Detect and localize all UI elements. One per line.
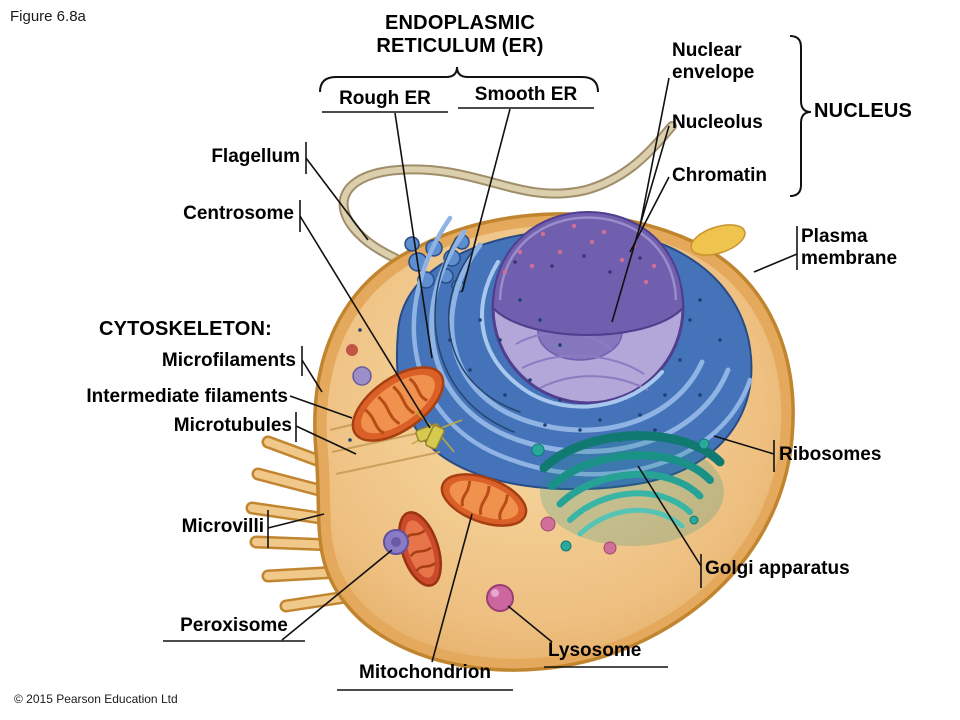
golgi-apparatus-label: Golgi apparatus <box>705 558 850 579</box>
chromatin-label: Chromatin <box>672 165 767 186</box>
lysosome-label: Lysosome <box>548 640 642 661</box>
peroxisome-graphic <box>383 529 409 555</box>
mitochondria-graphic <box>351 366 528 587</box>
microfilaments-label: Microfilaments <box>161 350 296 371</box>
microvilli-label: Microvilli <box>181 516 264 537</box>
lysosome-graphic <box>486 584 514 612</box>
peroxisome-label: Peroxisome <box>180 615 288 636</box>
copyright-notice: © 2015 Pearson Education Ltd <box>14 692 178 706</box>
microtubules-label: Microtubules <box>173 415 292 436</box>
flagellum-label: Flagellum <box>211 146 300 167</box>
brackets <box>319 35 812 197</box>
smooth-er-label: Smooth ER <box>474 84 578 105</box>
nucleus-heading: NUCLEUS <box>814 100 913 122</box>
nucleus-bracket <box>789 35 812 197</box>
centrosome-label: Centrosome <box>183 203 294 224</box>
centrosome-graphic <box>411 411 463 453</box>
mitochondrion-label: Mitochondrion <box>359 662 491 683</box>
cytoskeleton-heading: CYTOSKELETON: <box>99 318 272 340</box>
nuclear-envelope-label: Nuclear envelope <box>672 40 755 84</box>
golgi-graphic <box>531 431 725 552</box>
vesicles-graphic <box>346 224 746 555</box>
leader-lines <box>163 77 798 691</box>
intermediate-filaments-label: Intermediate filaments <box>86 386 288 407</box>
plasma-membrane-label: Plasma membrane <box>801 226 898 270</box>
er-heading: ENDOPLASMIC RETICULUM (ER) <box>376 12 544 58</box>
er-brace <box>319 66 599 93</box>
ribosomes-graphic <box>348 298 722 442</box>
rough-er-label: Rough ER <box>339 88 431 109</box>
ribosomes-label: Ribosomes <box>779 444 882 465</box>
figure-number: Figure 6.8a <box>10 8 86 25</box>
chromatin-speckles <box>502 223 657 285</box>
nucleolus-label: Nucleolus <box>672 112 763 133</box>
nucleus-graphic <box>491 211 685 405</box>
